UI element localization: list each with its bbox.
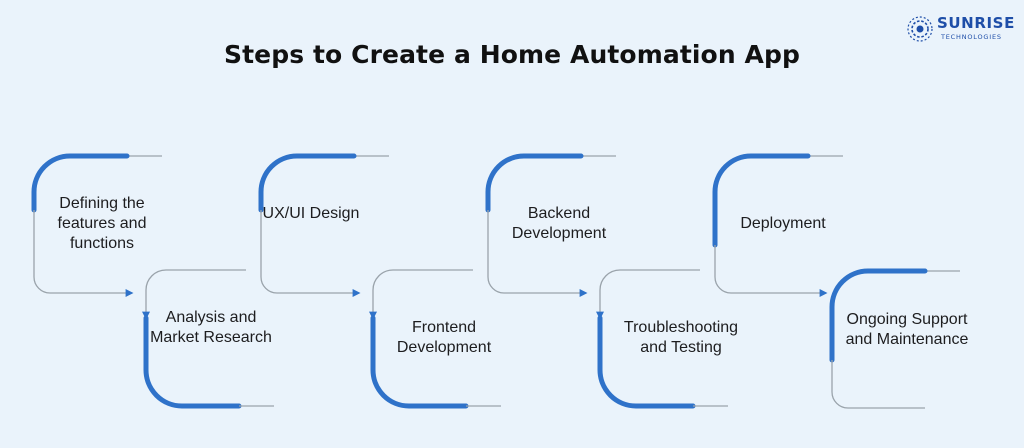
brand-logo: SUNRISE TECHNOLOGIES (906, 14, 1016, 44)
page-title: Steps to Create a Home Automation App (224, 40, 800, 69)
step-3-bracket (258, 153, 389, 297)
step-6-label: Troubleshooting and Testing (623, 319, 739, 356)
step-8-bracket (829, 268, 960, 409)
brand-name: SUNRISE (937, 14, 1015, 32)
step-6-bracket (596, 269, 728, 409)
step-7-label: Deployment (740, 215, 826, 232)
step-4-bracket (369, 269, 501, 409)
sunrise-logo-icon (907, 16, 933, 42)
step-2-label: Analysis and Market Research (150, 309, 272, 346)
step-3-label: UX/UI Design (262, 205, 360, 222)
step-8-label: Ongoing Support and Maintenance (845, 311, 969, 348)
step-7-bracket (712, 153, 843, 297)
step-4-label: Frontend Development (396, 319, 492, 356)
step-2-bracket (142, 269, 274, 409)
step-5-bracket (485, 153, 616, 297)
brand-tagline: TECHNOLOGIES (941, 33, 1002, 41)
step-5-label: Backend Development (511, 205, 607, 242)
step-1-label: Defining the features and functions (57, 195, 147, 252)
step-1-bracket (31, 153, 162, 297)
